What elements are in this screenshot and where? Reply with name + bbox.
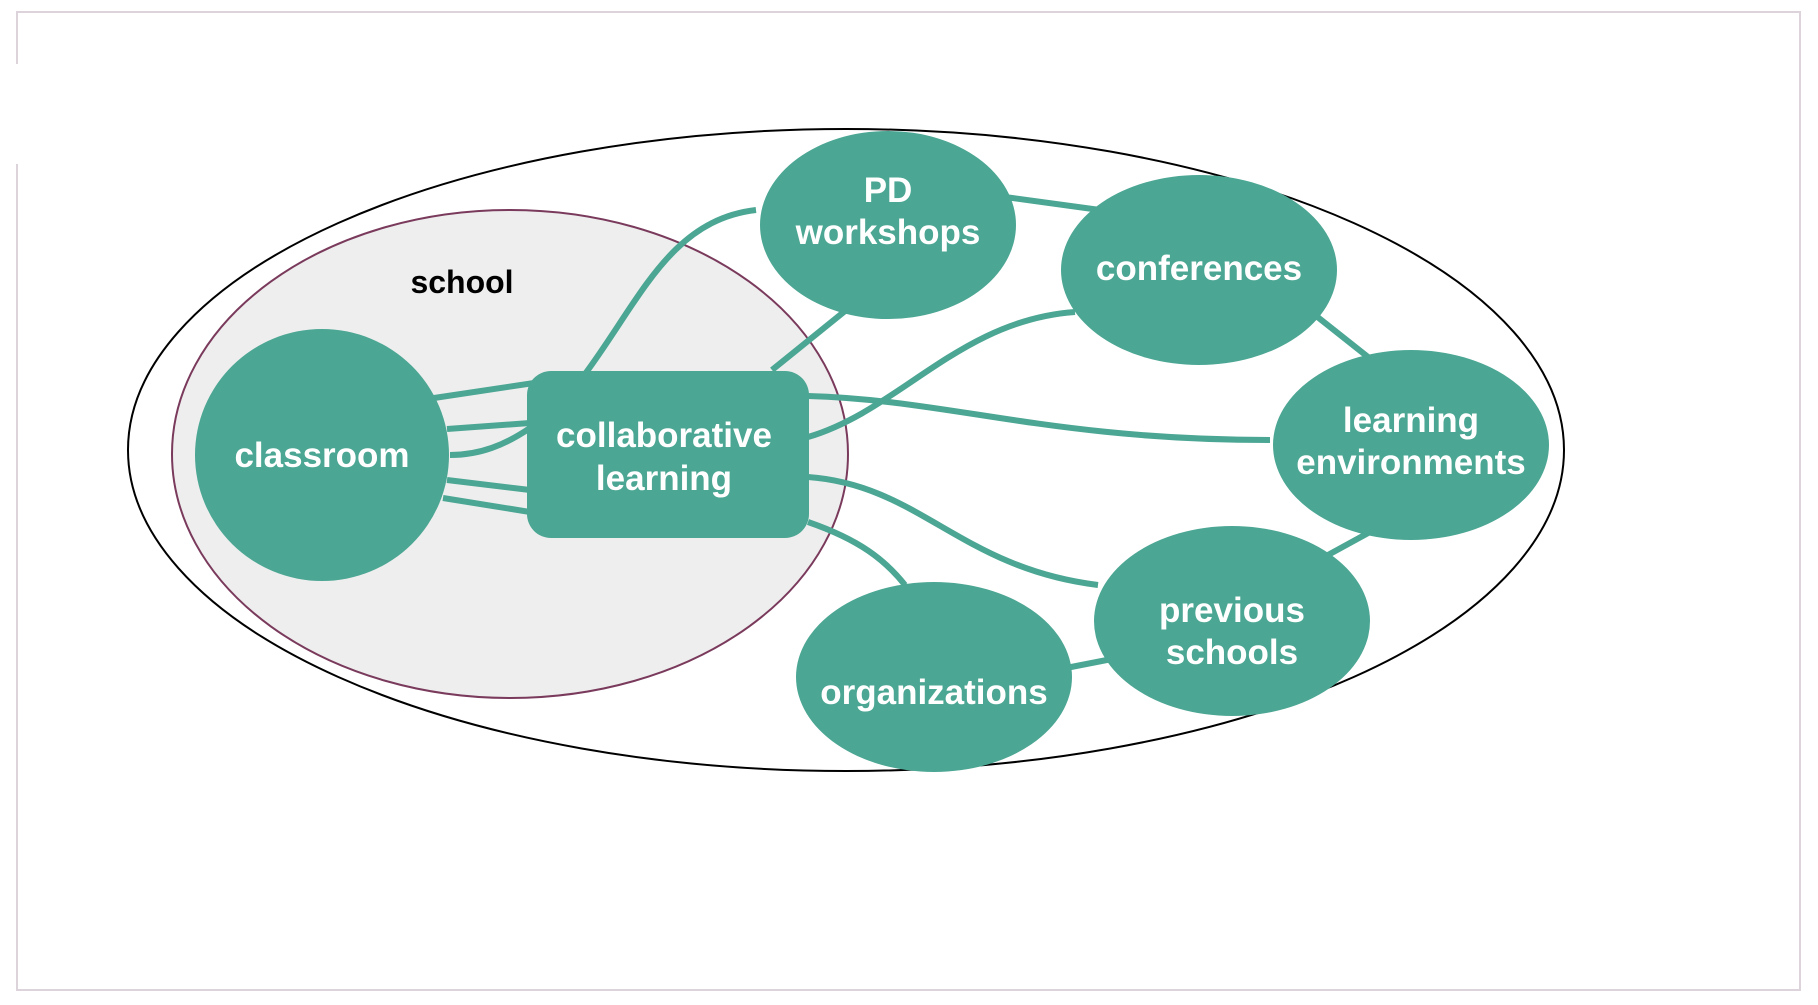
edge-pd-conferences <box>1004 194 1101 213</box>
node-previous-schools[interactable]: previous schools <box>1094 526 1370 716</box>
edge-classroom-collab-5 <box>442 495 531 515</box>
node-learning-environments[interactable]: learning environments <box>1273 350 1549 540</box>
organizations-label: organizations <box>820 673 1048 712</box>
edge-conferences-learning-env <box>1313 312 1370 360</box>
edge-organizations-previous-schools <box>1065 656 1113 671</box>
edge-collab-conferences <box>807 309 1076 440</box>
edge-classroom-collab-4 <box>446 477 531 493</box>
learning-environments-label-2: environments <box>1296 443 1526 482</box>
edge-classroom-collab-2 <box>446 420 531 432</box>
node-conferences[interactable]: conferences <box>1061 175 1337 365</box>
collaborative-learning-label-1: collaborative <box>556 416 772 455</box>
outer-region <box>127 128 1565 772</box>
learning-environments-label-1: learning <box>1343 401 1479 440</box>
frame-gap <box>12 64 20 164</box>
edge-collab-pd-2 <box>770 304 852 373</box>
conferences-shape <box>1061 175 1337 365</box>
previous-schools-shape <box>1094 526 1370 716</box>
classroom-shape <box>195 329 449 581</box>
edge-collab-organizations <box>807 519 908 587</box>
pd-workshops-label-1: PD <box>864 171 913 210</box>
node-classroom[interactable]: classroom <box>195 329 449 581</box>
edges <box>433 194 1372 671</box>
organizations-shape <box>796 582 1072 772</box>
edge-classroom-collab-3 <box>449 425 532 458</box>
school-label: school <box>410 264 513 300</box>
node-organizations[interactable]: organizations <box>796 582 1072 772</box>
previous-schools-label-2: schools <box>1166 633 1298 672</box>
edge-collab-previous-schools <box>807 474 1099 588</box>
node-pd-workshops[interactable]: PD workshops <box>760 131 1016 319</box>
previous-schools-label-1: previous <box>1159 591 1305 630</box>
collaborative-learning-label-2: learning <box>596 459 732 498</box>
collaborative-learning-shape <box>527 371 809 538</box>
node-collaborative-learning[interactable]: collaborative learning <box>527 371 809 538</box>
classroom-label: classroom <box>234 436 409 475</box>
conferences-label: conferences <box>1096 249 1302 288</box>
edge-collab-pd-1 <box>582 207 757 376</box>
pd-workshops-label-2: workshops <box>795 213 981 252</box>
edge-collab-learning-env <box>807 393 1271 443</box>
pd-workshops-shape <box>760 131 1016 319</box>
edge-classroom-collab-1 <box>433 380 535 401</box>
learning-environments-shape <box>1273 350 1549 540</box>
edge-learning-env-previous-schools <box>1326 529 1372 558</box>
